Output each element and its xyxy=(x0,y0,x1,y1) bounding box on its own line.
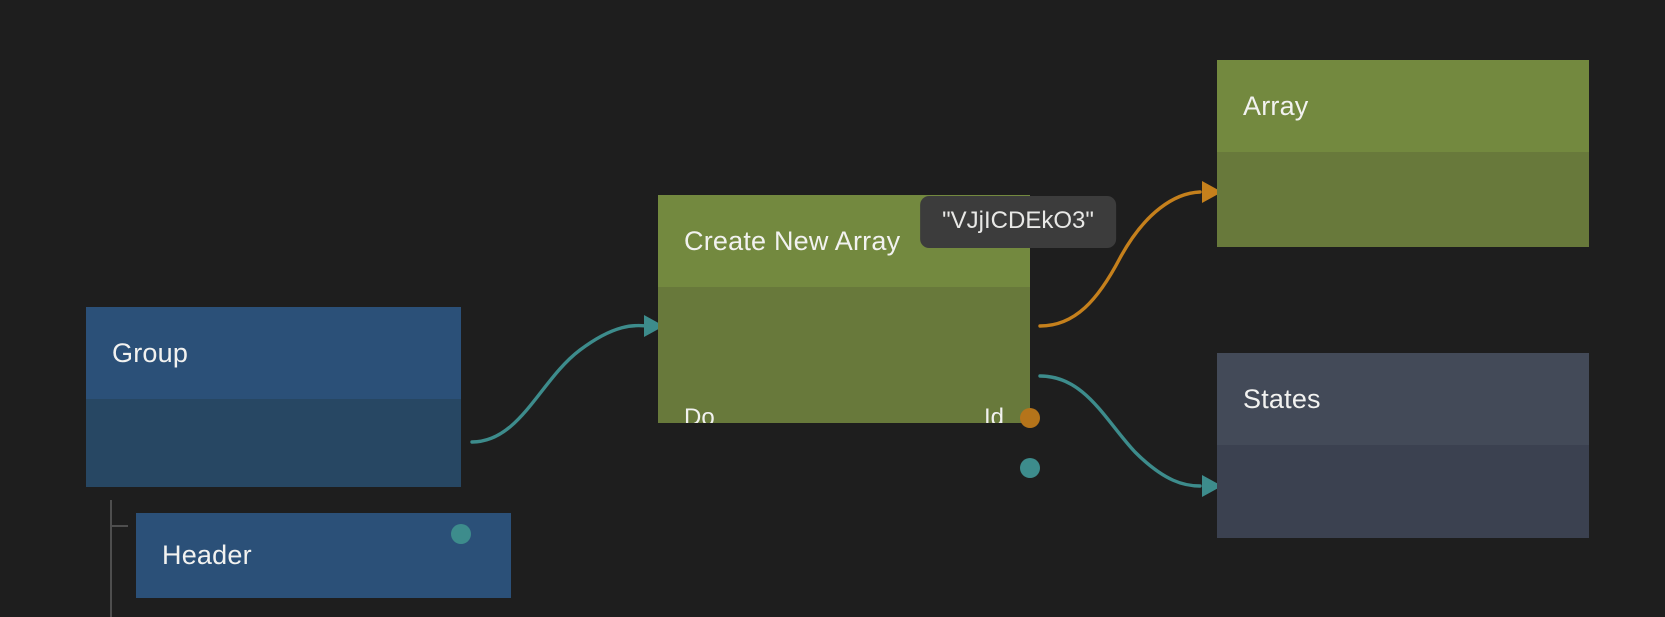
input-port-label: Do xyxy=(684,404,715,424)
node-title-header: Header xyxy=(162,540,252,570)
node-states[interactable]: States To state 2 xyxy=(1217,353,1589,538)
tree-connector-horizontal xyxy=(110,525,128,527)
port-dot-create-new-array-0[interactable] xyxy=(1020,408,1040,428)
node-header-group[interactable]: Group xyxy=(86,307,461,399)
node-title-group: Group xyxy=(112,337,189,368)
node-header[interactable]: Header xyxy=(136,513,511,598)
port-dot-group-0[interactable] xyxy=(451,524,471,544)
node-header-header[interactable]: Header xyxy=(136,513,511,598)
node-title-states: States xyxy=(1243,383,1321,414)
edge-click-to-do[interactable] xyxy=(470,323,650,444)
node-header-states[interactable]: States xyxy=(1217,353,1589,445)
tooltip-text: "VJjICDEkO3" xyxy=(942,207,1094,234)
input-port-create-new-array-0[interactable]: Do xyxy=(684,403,715,424)
port-dot-create-new-array-1[interactable] xyxy=(1020,458,1040,478)
edge-done-to-state2[interactable] xyxy=(1038,374,1202,488)
node-body-group: Click xyxy=(86,399,461,487)
node-title-create-new-array: Create New Array xyxy=(684,225,901,256)
tree-connector-vertical xyxy=(110,500,112,617)
node-header-array[interactable]: Array xyxy=(1217,60,1589,152)
node-array[interactable]: ArrayId xyxy=(1217,60,1589,247)
node-body-states: To state 2 xyxy=(1217,445,1589,538)
node-group[interactable]: GroupClick xyxy=(86,307,461,487)
output-port-label: Id xyxy=(983,404,1004,424)
node-title-array: Array xyxy=(1243,90,1309,121)
output-port-create-new-array-0[interactable]: Id xyxy=(983,403,1004,424)
node-body-array: Id xyxy=(1217,152,1589,247)
value-tooltip: "VJjICDEkO3" xyxy=(920,196,1116,248)
node-body-create-new-array: DoIdDone xyxy=(658,287,1030,424)
